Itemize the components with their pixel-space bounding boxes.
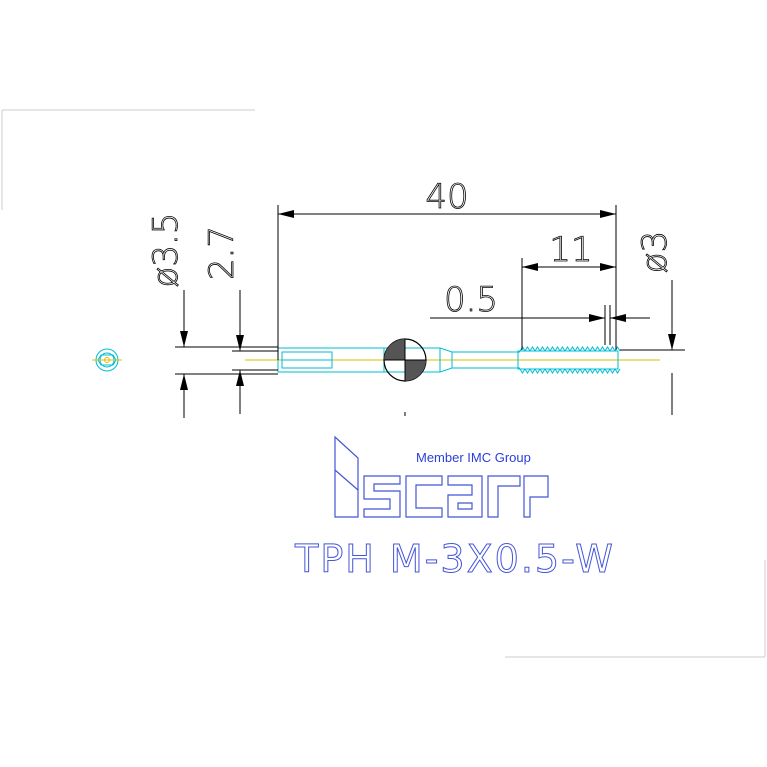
- logo-tagline: Member IMC Group: [416, 450, 531, 465]
- dim-shank-diameter: ø3.5: [146, 213, 186, 288]
- thread-tooth: [564, 346, 571, 374]
- thread-tooth: [544, 346, 551, 374]
- section-symbol: [383, 338, 427, 382]
- dim-chamfer: 0.5: [444, 280, 498, 320]
- end-view-symbol: [92, 348, 122, 372]
- thread-tooth: [559, 346, 566, 374]
- threaded-section: [517, 350, 619, 370]
- thread-teeth: [519, 346, 621, 374]
- thread-tooth: [554, 346, 561, 374]
- thread-tooth: [584, 346, 591, 374]
- thread-tooth: [549, 346, 556, 374]
- thread-tooth: [574, 346, 581, 374]
- dim-square-size: 2.7: [202, 226, 242, 280]
- iscar-logo: Member IMC Group TPH M-3X0.5-W: [294, 435, 615, 582]
- thread-tooth: [594, 346, 601, 374]
- sheet-border: [1, 109, 766, 658]
- part-number: TPH M-3X0.5-W: [294, 537, 615, 581]
- thread-tooth: [609, 346, 616, 374]
- tool-side-view: [245, 338, 660, 416]
- thread-tooth: [579, 346, 586, 374]
- thread-tooth: [529, 346, 536, 374]
- thread-tooth: [604, 346, 611, 374]
- thread-tooth: [569, 346, 576, 374]
- dimension-lines: [175, 205, 685, 418]
- thread-tooth: [524, 346, 531, 374]
- dim-overall-length: 40: [425, 177, 468, 217]
- thread-tooth: [539, 346, 546, 374]
- thread-tooth: [534, 346, 541, 374]
- logo-letters: [334, 435, 549, 518]
- dim-thread-length: 11: [549, 230, 592, 270]
- thread-tooth: [589, 346, 596, 374]
- thread-tooth: [599, 346, 606, 374]
- dim-thread-diameter: ø3: [635, 231, 675, 273]
